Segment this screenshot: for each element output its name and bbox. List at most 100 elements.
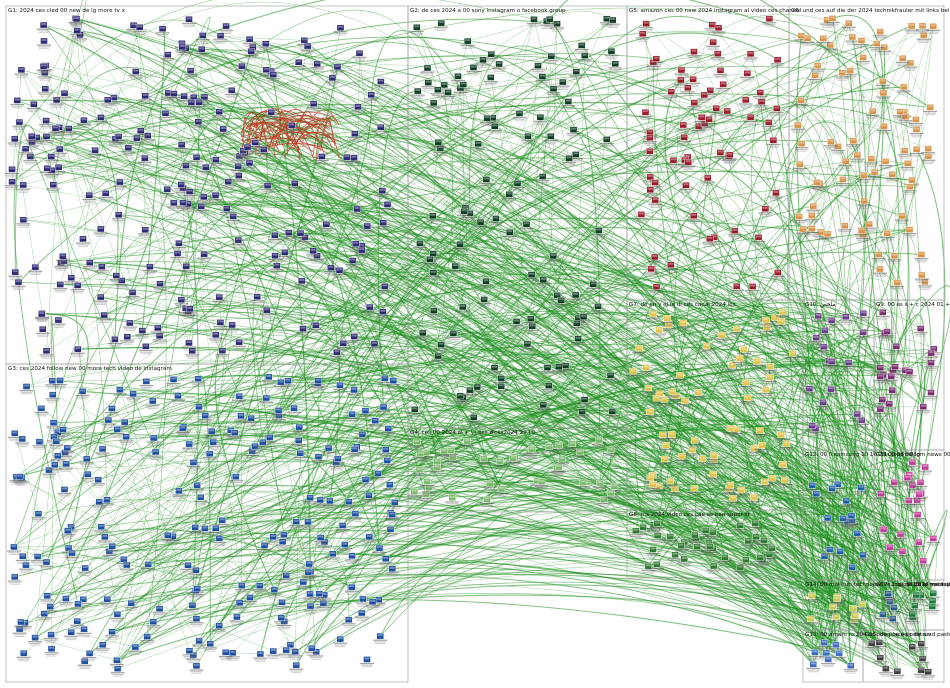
node[interactable] — [10, 97, 24, 108]
node[interactable] — [14, 67, 28, 78]
node[interactable] — [910, 146, 924, 157]
node[interactable] — [17, 650, 31, 661]
node[interactable] — [143, 264, 157, 275]
node[interactable] — [709, 105, 723, 116]
node[interactable] — [791, 122, 805, 133]
node[interactable] — [289, 662, 303, 673]
node[interactable] — [64, 629, 78, 640]
node[interactable] — [806, 661, 820, 672]
node[interactable] — [182, 441, 196, 452]
node[interactable] — [805, 213, 819, 224]
node[interactable] — [512, 110, 526, 121]
node[interactable] — [113, 387, 127, 398]
node[interactable] — [639, 21, 653, 32]
node[interactable] — [766, 137, 780, 148]
node[interactable] — [28, 635, 42, 646]
node[interactable] — [266, 648, 280, 659]
node[interactable] — [35, 311, 49, 322]
node[interactable] — [59, 596, 73, 607]
node[interactable] — [303, 591, 317, 602]
node[interactable] — [674, 67, 688, 78]
node[interactable] — [744, 51, 758, 62]
node[interactable] — [44, 646, 58, 657]
node[interactable] — [189, 663, 203, 674]
node[interactable] — [701, 175, 715, 186]
node[interactable] — [161, 52, 175, 63]
node[interactable] — [53, 282, 67, 293]
node[interactable] — [421, 80, 435, 91]
node[interactable] — [687, 49, 701, 60]
node[interactable] — [225, 322, 239, 333]
node[interactable] — [292, 438, 306, 449]
node[interactable] — [897, 84, 911, 95]
node[interactable] — [194, 494, 208, 505]
node[interactable] — [484, 74, 498, 85]
node[interactable] — [716, 81, 730, 92]
node[interactable] — [706, 39, 720, 50]
node[interactable] — [420, 65, 434, 76]
node[interactable] — [914, 326, 928, 337]
node[interactable] — [37, 38, 51, 49]
node[interactable] — [153, 333, 167, 344]
node[interactable] — [876, 90, 890, 101]
node[interactable] — [876, 78, 890, 89]
node[interactable] — [108, 336, 122, 347]
node[interactable] — [322, 445, 336, 456]
node[interactable] — [28, 264, 42, 275]
node[interactable] — [112, 212, 126, 223]
node[interactable] — [76, 236, 90, 247]
node[interactable] — [816, 35, 830, 46]
node[interactable] — [806, 203, 820, 214]
node[interactable] — [360, 656, 374, 667]
node[interactable] — [844, 663, 858, 674]
node[interactable] — [918, 464, 932, 475]
node[interactable] — [877, 123, 891, 134]
node[interactable] — [347, 387, 361, 398]
node[interactable] — [77, 626, 91, 637]
node[interactable] — [8, 136, 22, 147]
node[interactable] — [636, 31, 650, 42]
node[interactable] — [16, 217, 30, 228]
node[interactable] — [192, 638, 206, 649]
node[interactable] — [230, 614, 244, 625]
node[interactable] — [879, 158, 893, 169]
node[interactable] — [146, 398, 160, 409]
node[interactable] — [909, 116, 923, 127]
node[interactable] — [901, 160, 915, 171]
node[interactable] — [7, 544, 21, 555]
node[interactable] — [451, 73, 465, 84]
node[interactable] — [771, 57, 785, 68]
node[interactable] — [762, 16, 776, 27]
node[interactable] — [149, 449, 163, 460]
node[interactable] — [96, 446, 110, 457]
node[interactable] — [11, 279, 25, 290]
node[interactable] — [914, 252, 928, 263]
node[interactable] — [301, 519, 315, 530]
node[interactable] — [842, 20, 856, 31]
node[interactable] — [124, 600, 138, 611]
node[interactable] — [27, 101, 41, 112]
node[interactable] — [924, 390, 938, 401]
node[interactable] — [138, 227, 152, 238]
node[interactable] — [740, 70, 754, 81]
node[interactable] — [232, 173, 246, 184]
node[interactable] — [138, 93, 152, 104]
node[interactable] — [8, 269, 22, 280]
node[interactable] — [295, 278, 309, 289]
node[interactable] — [334, 25, 348, 36]
node[interactable] — [34, 405, 48, 416]
node[interactable] — [411, 88, 425, 99]
node[interactable] — [873, 266, 887, 277]
node[interactable] — [923, 104, 937, 115]
node[interactable] — [83, 650, 97, 661]
node[interactable] — [71, 346, 85, 357]
node[interactable] — [575, 42, 589, 53]
node[interactable] — [821, 656, 835, 667]
node[interactable] — [915, 272, 929, 283]
node[interactable] — [185, 348, 199, 359]
node[interactable] — [839, 158, 853, 169]
node[interactable] — [373, 633, 387, 644]
node[interactable] — [876, 309, 890, 320]
node[interactable] — [214, 33, 228, 44]
node[interactable] — [78, 658, 92, 669]
